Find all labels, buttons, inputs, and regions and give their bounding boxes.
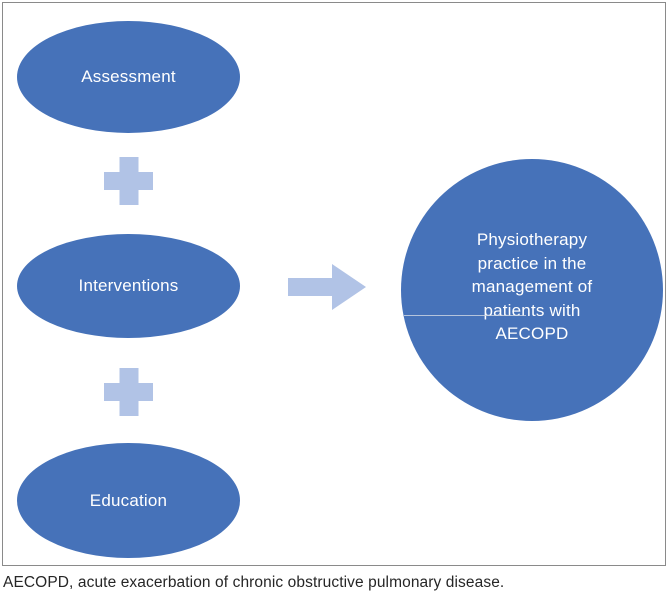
node-result-line: practice in the: [477, 253, 587, 273]
node-result-line: Physiotherapy: [476, 230, 588, 250]
node-assessment: Assessment: [17, 21, 240, 133]
node-interventions-label: Interventions: [78, 276, 179, 295]
node-result-line: AECOPD: [495, 324, 569, 344]
node-result: Physiotherapy practice in the management…: [401, 159, 663, 421]
right-arrow-icon: [288, 264, 366, 310]
diagram-frame: Assessment Interventions Education Physi…: [2, 2, 666, 566]
node-result-line: patients with: [483, 300, 581, 320]
node-result-line: management of: [471, 277, 593, 297]
node-assessment-label: Assessment: [81, 67, 176, 86]
plus-icon: [104, 157, 153, 205]
plus-icon: [104, 368, 153, 416]
artifact-line: [404, 315, 526, 316]
node-interventions: Interventions: [17, 234, 240, 338]
node-result-label: Physiotherapy practice in the management…: [472, 228, 593, 346]
node-education-label: Education: [89, 490, 168, 510]
figure-caption: AECOPD, acute exacerbation of chronic ob…: [3, 574, 505, 591]
node-education: Education: [17, 443, 240, 558]
